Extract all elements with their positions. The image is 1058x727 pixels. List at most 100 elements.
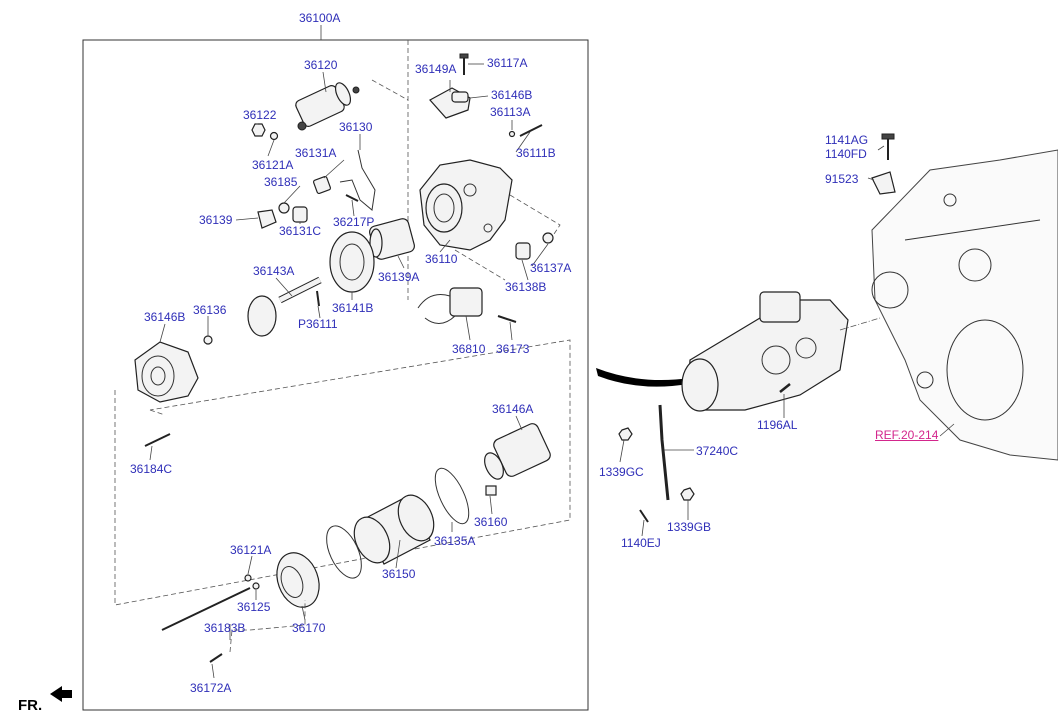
plate-36139: [257, 209, 277, 229]
bolt-1141AG-head: [881, 133, 895, 140]
label-36160: 36160: [474, 515, 508, 529]
assembly-arrow: [596, 368, 690, 387]
label-36185: 36185: [264, 175, 298, 189]
assembly-guide-7: [229, 600, 306, 653]
washer-36125: [252, 582, 260, 590]
label-36150: 36150: [382, 567, 416, 581]
front-direction-arrow-icon: [50, 686, 72, 702]
washer-36136: [203, 335, 213, 345]
label-36139A: 36139A: [378, 270, 420, 284]
label-36117A: 36117A: [487, 56, 528, 70]
gear-housing-36141B: [329, 231, 375, 293]
lever-36130: [339, 149, 376, 211]
ref-pointer: [939, 423, 955, 437]
shaft-36143A: [247, 276, 322, 337]
nut-36122: [251, 123, 266, 137]
ring-36137A: [542, 232, 554, 244]
bushing-36138B: [515, 242, 531, 260]
label-91523: 91523: [825, 172, 859, 186]
brush-36160: [485, 485, 497, 496]
assembly-guide-6: [149, 409, 166, 416]
label-1140EJ: 1140EJ: [621, 536, 661, 550]
label-36131C: 36131C: [279, 224, 322, 238]
bolt-36111B: [519, 124, 543, 137]
label-36121A-top: 36121A: [252, 158, 294, 172]
label-36110: 36110: [425, 252, 458, 266]
label-1140FD: 1140FD: [825, 147, 867, 161]
screw-36172A: [209, 653, 223, 663]
assembly-guide-2: [371, 79, 409, 101]
engine-block: [871, 149, 1058, 461]
label-36136: 36136: [193, 303, 227, 317]
label-36131A: 36131A: [295, 146, 337, 160]
washer-36185: [278, 202, 290, 214]
label-36137A: 36137A: [530, 261, 572, 275]
nut-1339GB: [680, 487, 695, 501]
armature-36146A: [484, 423, 551, 480]
label-36121A-bottom: 36121A: [230, 543, 272, 557]
solenoid-36120: [295, 82, 360, 131]
screw-36117A-head: [459, 53, 469, 59]
label-36810: 36810: [452, 342, 486, 356]
terminal-36810: [417, 287, 483, 324]
label-36135A: 36135A: [434, 534, 476, 548]
cover-36146B: [134, 341, 199, 403]
through-bolt-36183B: [161, 587, 251, 631]
yoke-36150: [353, 494, 435, 565]
label-1339GC: 1339GC: [599, 465, 644, 479]
starter-assembly: [681, 291, 849, 412]
connector-36146B: [451, 91, 469, 103]
label-36130: 36130: [339, 120, 373, 134]
bolt-36184C: [144, 433, 171, 447]
bushing-36131C: [292, 206, 308, 223]
bolt-1140EJ: [639, 509, 649, 523]
label-36138B: 36138B: [505, 280, 547, 294]
bushing-36131A: [312, 175, 332, 195]
label-1339GB: 1339GB: [667, 520, 712, 534]
assembly-guide-3: [509, 194, 561, 241]
label-36217P: 36217P: [333, 215, 375, 229]
label-36183B: 36183B: [204, 621, 246, 635]
mount-guide: [839, 317, 881, 331]
ring-36135A: [434, 467, 470, 525]
cable-37240C: [658, 404, 670, 501]
label-36146B-top: 36146B: [491, 88, 533, 102]
label-36143A: 36143A: [253, 264, 295, 278]
ring-seal: [326, 525, 362, 579]
label-37240C: 37240C: [696, 444, 739, 458]
label-group-36100A: 36100A: [299, 11, 341, 25]
washer-36121A-bottom: [244, 574, 252, 582]
label-36173: 36173: [496, 342, 530, 356]
label-36120: 36120: [304, 58, 338, 72]
label-36146B-left: 36146B: [144, 310, 186, 324]
group-frame: [82, 39, 589, 711]
label-36111B: 36111B: [516, 146, 556, 160]
washer-36121A-top: [269, 131, 279, 141]
washer-36113A: [508, 130, 516, 138]
pinion-drive-36139A: [369, 218, 415, 260]
leader-lines: [149, 63, 885, 679]
assembly-guide-4: [454, 249, 506, 281]
label-1196AL: 1196AL: [757, 418, 798, 432]
label-36113A: 36113A: [490, 105, 531, 119]
label-36125: 36125: [237, 600, 271, 614]
front-direction-label: FR.: [18, 697, 43, 714]
bolt-36173: [497, 315, 517, 323]
label-36172A: 36172A: [190, 681, 232, 695]
housing-36110: [419, 159, 513, 251]
reference-link-ref-20-214[interactable]: REF.20-214: [875, 428, 939, 442]
label-36170: 36170: [292, 621, 326, 635]
label-36149A: 36149A: [415, 62, 457, 76]
label-P36111: P36111: [298, 317, 338, 331]
label-36139: 36139: [199, 213, 233, 227]
label-36141B: 36141B: [332, 301, 374, 315]
nut-1339GC: [618, 427, 633, 441]
pin-36217P: [345, 194, 359, 202]
label-36184C: 36184C: [130, 462, 173, 476]
label-1141AG: 1141AG: [825, 133, 869, 147]
screw-P36111: [316, 290, 320, 307]
label-36122: 36122: [243, 108, 277, 122]
rear-cover-36170: [276, 552, 320, 608]
label-36146A: 36146A: [492, 402, 534, 416]
